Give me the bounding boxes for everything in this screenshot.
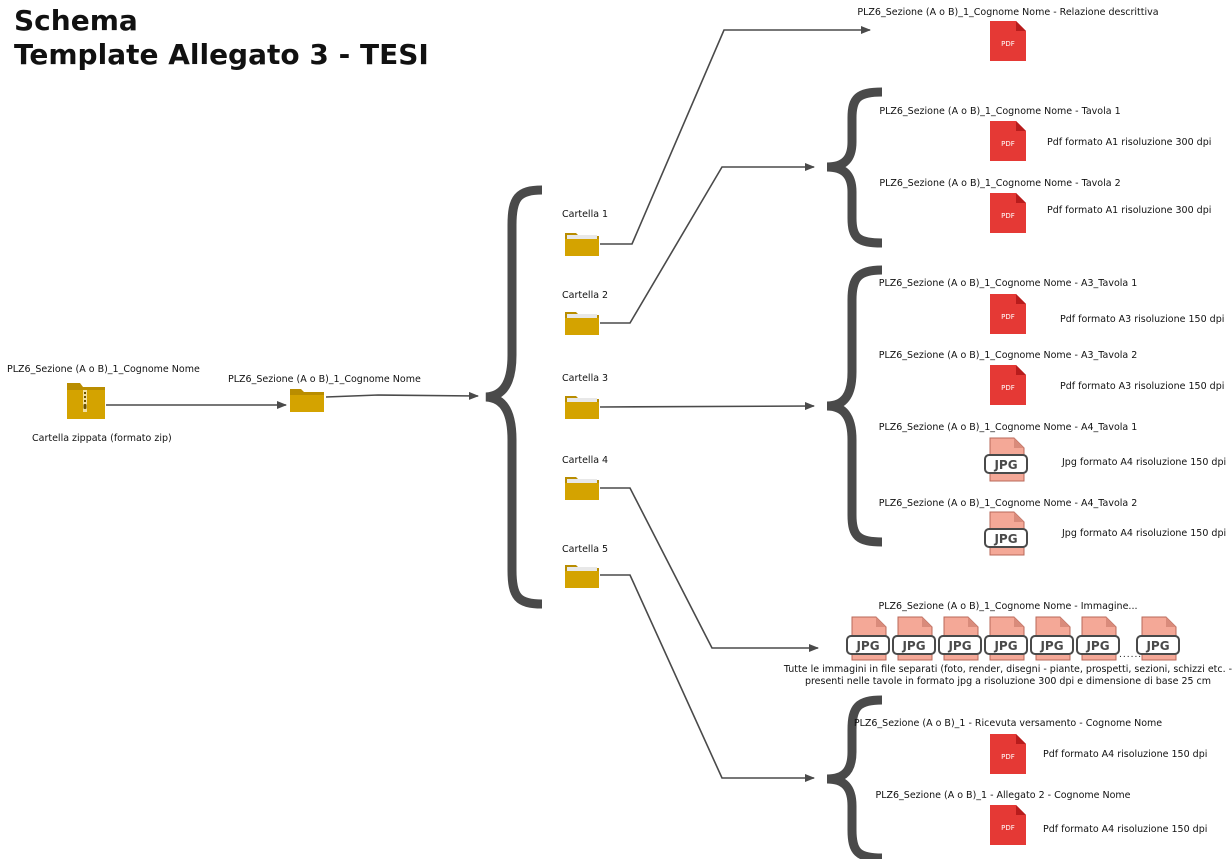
jpg-file-icon[interactable]: JPG [984,511,1028,557]
connector-layer [106,26,883,859]
pdf-icon-label: PDF [1001,212,1015,220]
jpg-file-icon[interactable]: JPG [984,616,1028,662]
images-description-line-2: presenti nelle tavole in formato jpg a r… [804,676,1212,687]
pdf-file-icon[interactable]: PDF [990,805,1026,845]
jpg-file-icon[interactable]: JPG [1030,616,1074,662]
pdf-file-icon[interactable]: PDF [990,121,1026,161]
file-a4-tavola-1-label: PLZ6_Sezione (A o B)_1_Cognome Nome - A4… [878,422,1138,433]
jpg-file-icon[interactable]: JPG [938,616,982,662]
jpg-icon-label: JPG [1085,639,1109,653]
cartella-4-folder-icon[interactable] [564,475,600,501]
jpg-file-icon[interactable]: JPG [1136,616,1180,662]
file-tavola-1-label: PLZ6_Sezione (A o B)_1_Cognome Nome - Ta… [879,106,1121,117]
pdf-icon-label: PDF [1001,40,1015,48]
pdf-icon-label: PDF [1001,753,1015,761]
brace-cartella-2 [826,87,883,248]
pdf-file-icon[interactable]: PDF [990,734,1026,774]
jpg-icon-label: JPG [993,458,1017,472]
arrow-cartella-3 [599,402,815,411]
brace-cartella-3 [826,265,883,547]
arrow-cartella-1 [600,26,871,245]
jpg-icon-label: JPG [1145,639,1169,653]
arrow-cartella-4 [600,487,819,652]
folder-icon[interactable] [289,387,325,413]
jpg-icon-label: JPG [901,639,925,653]
cartella-5-folder-icon[interactable] [564,563,600,589]
file-tavola-2-label: PLZ6_Sezione (A o B)_1_Cognome Nome - Ta… [879,178,1121,189]
cartella-4-label: Cartella 4 [562,455,609,466]
arrow-folder-to-brace [325,391,479,400]
file-ricevuta-note: Pdf formato A4 risoluzione 150 dpi [1043,749,1208,760]
title-line-2: Template Allegato 3 - TESI [14,38,429,71]
zip-folder-icon[interactable] [66,379,106,421]
cartella-3-label: Cartella 3 [562,373,609,384]
title-line-1: Schema [14,4,138,37]
jpg-icon-label: JPG [993,639,1017,653]
jpg-icon-label: JPG [993,532,1017,546]
file-allegato-2-note: Pdf formato A4 risoluzione 150 dpi [1043,824,1208,835]
cartella-1-folder-icon[interactable] [564,231,600,257]
file-a4-tavola-2-note: Jpg formato A4 risoluzione 150 dpi [1062,528,1227,539]
diagram-title: Schema Template Allegato 3 - TESI [14,4,429,72]
arrow-cartella-5 [600,574,815,782]
unzipped-folder-label: PLZ6_Sezione (A o B)_1_Cognome Nome [228,374,421,385]
file-a3-tavola-2-note: Pdf formato A3 risoluzione 150 dpi [1060,381,1225,392]
cartella-3-folder-icon[interactable] [564,394,600,420]
pdf-file-icon[interactable]: PDF [990,294,1026,334]
pdf-icon-label: PDF [1001,384,1015,392]
pdf-icon-label: PDF [1001,140,1015,148]
file-a3-tavola-1-note: Pdf formato A3 risoluzione 150 dpi [1060,314,1225,325]
file-a3-tavola-2-label: PLZ6_Sezione (A o B)_1_Cognome Nome - A3… [878,350,1138,361]
jpg-file-icon[interactable]: JPG [846,616,890,662]
pdf-file-icon[interactable]: PDF [990,193,1026,233]
cartella-5-label: Cartella 5 [562,544,609,555]
cartella-2-label: Cartella 2 [562,290,609,301]
pdf-icon-label: PDF [1001,824,1015,832]
arrow-cartella-2 [600,163,815,324]
jpg-icon-label: JPG [947,639,971,653]
cartella-2-folder-icon[interactable] [564,310,600,336]
images-ellipsis: ........ [1119,650,1150,660]
images-label: PLZ6_Sezione (A o B)_1_Cognome Nome - Im… [878,601,1138,612]
pdf-file-icon[interactable]: PDF [990,21,1026,61]
file-relazione-label: PLZ6_Sezione (A o B)_1_Cognome Nome - Re… [857,7,1159,18]
jpg-file-icon[interactable]: JPG [984,437,1028,483]
jpg-icon-label: JPG [855,639,879,653]
root-caption: Cartella zippata (formato zip) [32,433,172,444]
file-a3-tavola-1-label: PLZ6_Sezione (A o B)_1_Cognome Nome - A3… [878,278,1138,289]
file-allegato-2-label: PLZ6_Sezione (A o B)_1 - Allegato 2 - Co… [875,790,1131,801]
jpg-icon-label: JPG [1039,639,1063,653]
cartella-1-label: Cartella 1 [562,209,609,220]
file-tavola-2-note: Pdf formato A1 risoluzione 300 dpi [1047,205,1212,216]
images-description-line-1: Tutte le immagini in file separati (foto… [783,664,1232,675]
file-ricevuta-label: PLZ6_Sezione (A o B)_1 - Ricevuta versam… [853,718,1163,729]
file-a4-tavola-2-label: PLZ6_Sezione (A o B)_1_Cognome Nome - A4… [878,498,1138,509]
jpg-file-icon[interactable]: JPG [892,616,936,662]
pdf-file-icon[interactable]: PDF [990,365,1026,405]
root-label: PLZ6_Sezione (A o B)_1_Cognome Nome [7,364,200,375]
file-a4-tavola-1-note: Jpg formato A4 risoluzione 150 dpi [1062,457,1227,468]
file-tavola-1-note: Pdf formato A1 risoluzione 300 dpi [1047,137,1212,148]
brace-folders [485,185,543,609]
pdf-icon-label: PDF [1001,313,1015,321]
brace-cartella-5 [826,695,883,859]
images-description: Tutte le immagini in file separati (foto… [784,664,1232,688]
jpg-file-icon[interactable]: JPG [1076,616,1120,662]
